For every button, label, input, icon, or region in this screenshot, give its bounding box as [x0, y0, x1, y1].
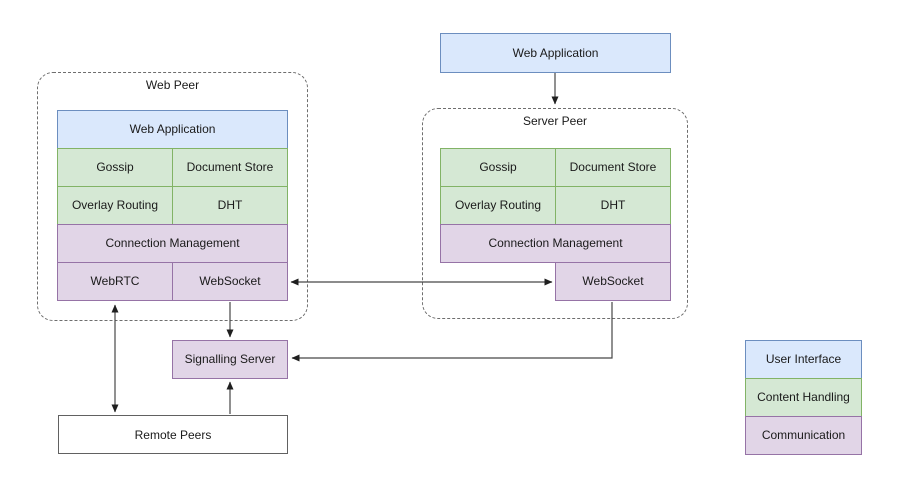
- web-peer-cell-overlay-routing: Overlay Routing: [57, 186, 173, 225]
- server-peer-cell-document-store: Document Store: [555, 148, 671, 187]
- web-peer-cell-webrtc: WebRTC: [57, 262, 173, 301]
- legend-item-communication: Communication: [745, 416, 862, 455]
- server-web-application-box: Web Application: [440, 33, 671, 73]
- server-peer-cell-overlay-routing: Overlay Routing: [440, 186, 556, 225]
- legend-item-user-interface: User Interface: [745, 340, 862, 379]
- remote-peers-box: Remote Peers: [58, 415, 288, 454]
- web-peer-cell-gossip: Gossip: [57, 148, 173, 187]
- web-peer-container: [37, 72, 308, 321]
- web-peer-title: Web Peer: [145, 78, 200, 92]
- web-peer-cell-dht: DHT: [172, 186, 288, 225]
- web-peer-cell-connection-management: Connection Management: [57, 224, 288, 263]
- server-peer-title: Server Peer: [522, 114, 588, 128]
- server-peer-cell-websocket: WebSocket: [555, 262, 671, 301]
- web-peer-cell-websocket: WebSocket: [172, 262, 288, 301]
- legend-item-content-handling: Content Handling: [745, 378, 862, 417]
- server-peer-cell-gossip: Gossip: [440, 148, 556, 187]
- web-peer-cell-document-store: Document Store: [172, 148, 288, 187]
- signalling-server-box: Signalling Server: [172, 340, 288, 379]
- server-peer-cell-connection-management: Connection Management: [440, 224, 671, 263]
- web-peer-cell-web-application: Web Application: [57, 110, 288, 149]
- server-peer-cell-dht: DHT: [555, 186, 671, 225]
